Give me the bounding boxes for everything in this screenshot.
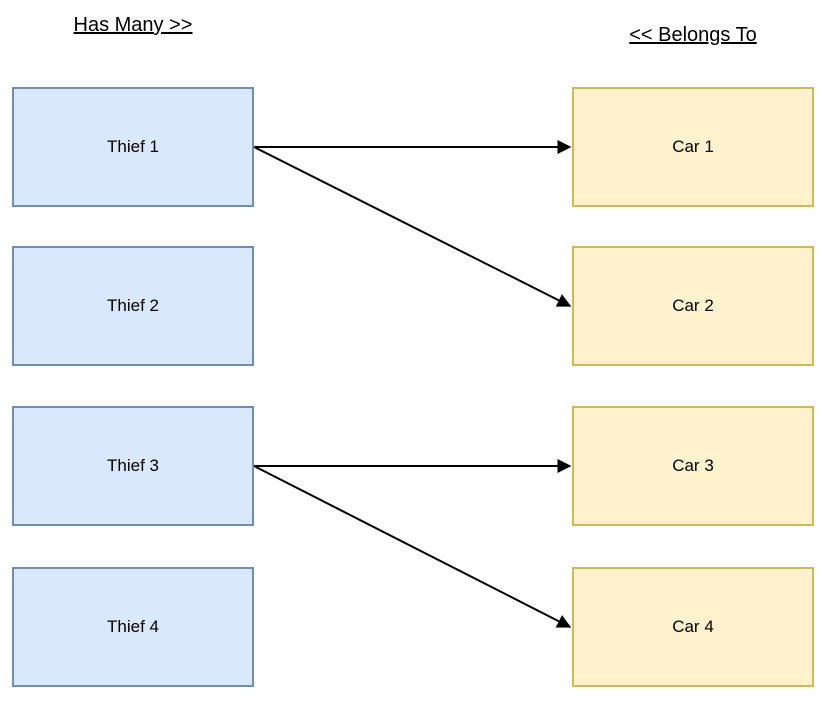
thief-1-label: Thief 1 bbox=[107, 137, 159, 156]
arrow-thief-3-to-car-4 bbox=[253, 465, 572, 628]
thief-4-label: Thief 4 bbox=[107, 617, 159, 636]
car-2-node: Car 2 bbox=[572, 246, 814, 366]
car-3-node: Car 3 bbox=[572, 406, 814, 526]
has-many-header: Has Many >> bbox=[73, 14, 193, 36]
thief-4-node: Thief 4 bbox=[12, 567, 254, 687]
car-1-node: Car 1 bbox=[572, 87, 814, 207]
car-4-node: Car 4 bbox=[572, 567, 814, 687]
thief-3-label: Thief 3 bbox=[107, 456, 159, 475]
arrow-thief-1-to-car-2 bbox=[253, 146, 572, 307]
thief-3-node: Thief 3 bbox=[12, 406, 254, 526]
thief-2-label: Thief 2 bbox=[107, 296, 159, 315]
thief-2-node: Thief 2 bbox=[12, 246, 254, 366]
car-2-label: Car 2 bbox=[672, 296, 714, 315]
car-4-label: Car 4 bbox=[672, 617, 714, 636]
thief-1-node: Thief 1 bbox=[12, 87, 254, 207]
belongs-to-header: << Belongs To bbox=[629, 24, 757, 46]
car-3-label: Car 3 bbox=[672, 456, 714, 475]
car-1-label: Car 1 bbox=[672, 137, 714, 156]
